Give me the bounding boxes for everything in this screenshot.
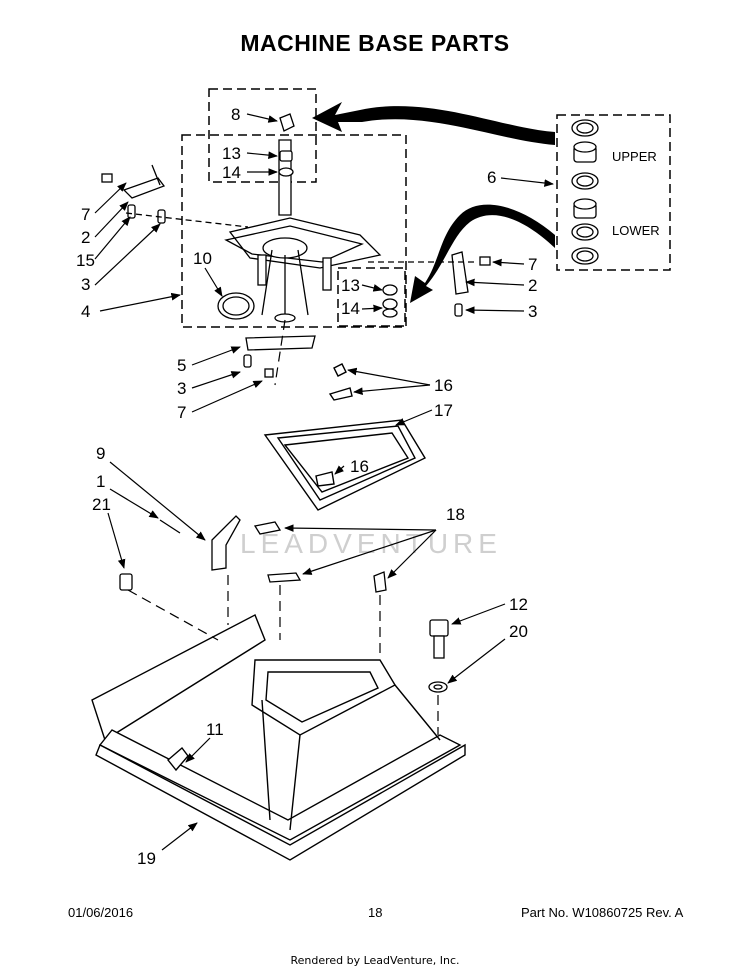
callout-13: 13: [341, 276, 360, 295]
callout-14: 14: [222, 163, 241, 182]
callout-15: 15: [76, 251, 95, 270]
bolt-and-washer: [428, 619, 449, 693]
bearing-stack-upper: [278, 113, 295, 177]
leveling-bracket-parts: [119, 515, 387, 593]
upper-bearing-parts: [571, 119, 599, 190]
page-title: MACHINE BASE PARTS: [240, 30, 510, 56]
callout-3: 3: [528, 302, 537, 321]
right-bracket-parts: [368, 251, 491, 317]
callout-19: 19: [137, 849, 156, 868]
callout-7: 7: [528, 255, 537, 274]
machine-base-frame: [91, 614, 466, 861]
callout-7: 7: [81, 205, 90, 224]
callout-13: 13: [222, 144, 241, 163]
callout-21: 21: [92, 495, 111, 514]
left-bracket-parts: [101, 164, 249, 228]
dashed-group-boxes: [181, 88, 671, 328]
callout-9: 9: [96, 444, 105, 463]
callout-2: 2: [528, 276, 537, 295]
upper-bearing-arrow: [312, 102, 555, 145]
lower-bearing-arrow: [410, 204, 555, 303]
callout-8: 8: [231, 105, 240, 124]
callout-6: 6: [487, 168, 496, 187]
callout-7: 7: [177, 403, 186, 422]
callout-20: 20: [509, 622, 528, 641]
watermark: LEADVENTURE: [240, 528, 502, 559]
callout-16: 16: [434, 376, 453, 395]
callout-16: 16: [350, 457, 369, 476]
bearing-stack-lower: [382, 284, 398, 318]
callout-12: 12: [509, 595, 528, 614]
callout-5: 5: [177, 356, 186, 375]
rendered-by-credit: Rendered by LeadVenture, Inc.: [290, 954, 460, 967]
assembly-lines: [127, 319, 439, 735]
footer-date: 01/06/2016: [68, 905, 134, 920]
callout-4: 4: [81, 302, 90, 321]
leader-lines: [94, 113, 554, 851]
callout-3: 3: [177, 379, 186, 398]
footer-part-number: Part No. W10860725 Rev. A: [521, 905, 684, 920]
callout-10: 10: [193, 249, 212, 268]
lower-label: LOWER: [612, 223, 660, 238]
upper-label: UPPER: [612, 149, 657, 164]
callout-14: 14: [341, 299, 360, 318]
suspension-frame: [263, 363, 426, 511]
callout-3: 3: [81, 275, 90, 294]
footer-page-number: 18: [368, 905, 383, 920]
tub-bracket-parts: [243, 335, 316, 378]
callout-1: 1: [96, 472, 105, 491]
lower-bearing-parts: [571, 198, 599, 265]
callout-18: 18: [446, 505, 465, 524]
callout-17: 17: [434, 401, 453, 420]
callout-2: 2: [81, 228, 90, 247]
center-post-assembly: [217, 139, 382, 323]
callout-numbers: 8 13 14 7 2 15 3 4 10 13 14 6 7 2 3 5 3 …: [76, 105, 537, 868]
callout-11: 11: [206, 720, 224, 739]
